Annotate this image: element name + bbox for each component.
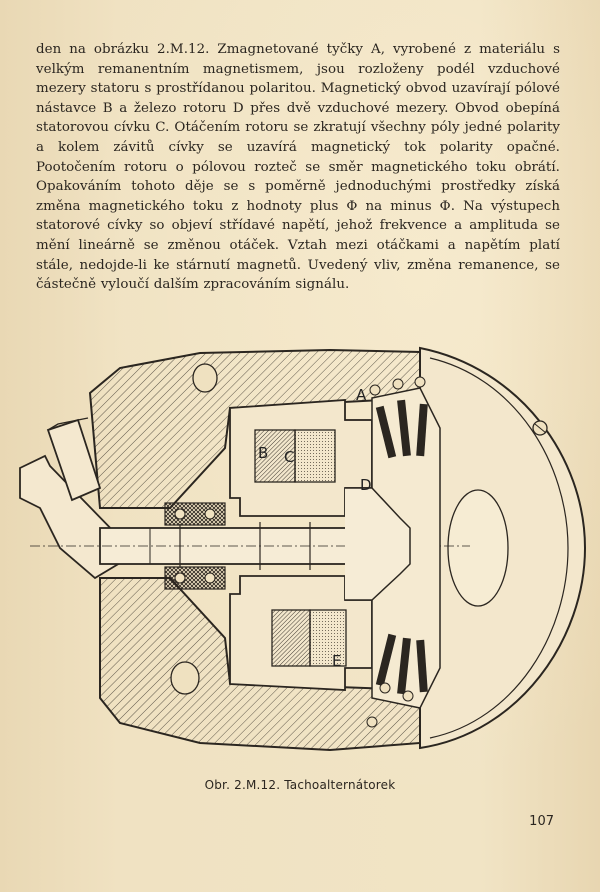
stator-housing (88, 348, 421, 752)
page-number: 107 (529, 814, 554, 829)
coil-lower-right (309, 609, 347, 667)
coil-lower-left (271, 609, 311, 667)
label-e: E (332, 652, 341, 670)
technical-drawing: A B C D E (19, 346, 587, 752)
figure-caption: Obr. 2.M.12. Tachoalternátorek (204, 778, 396, 792)
label-d: D (360, 476, 372, 494)
label-c: C (284, 448, 294, 466)
coil-upper-right (294, 429, 336, 483)
rotor-core (345, 487, 411, 601)
mounting-bracket (19, 417, 121, 580)
paragraph: den na obrázku 2.M.12. Zmagnetované tyčk… (36, 42, 560, 293)
upper-pole-assembly (229, 399, 373, 517)
end-cover (419, 346, 587, 750)
label-b: B (258, 444, 268, 462)
body-text: den na obrázku 2.M.12. Zmagnetované tyčk… (36, 40, 560, 295)
label-a: A (356, 386, 367, 404)
bearings (164, 502, 226, 590)
figure-tachoalternator: A B C D E (0, 338, 600, 758)
